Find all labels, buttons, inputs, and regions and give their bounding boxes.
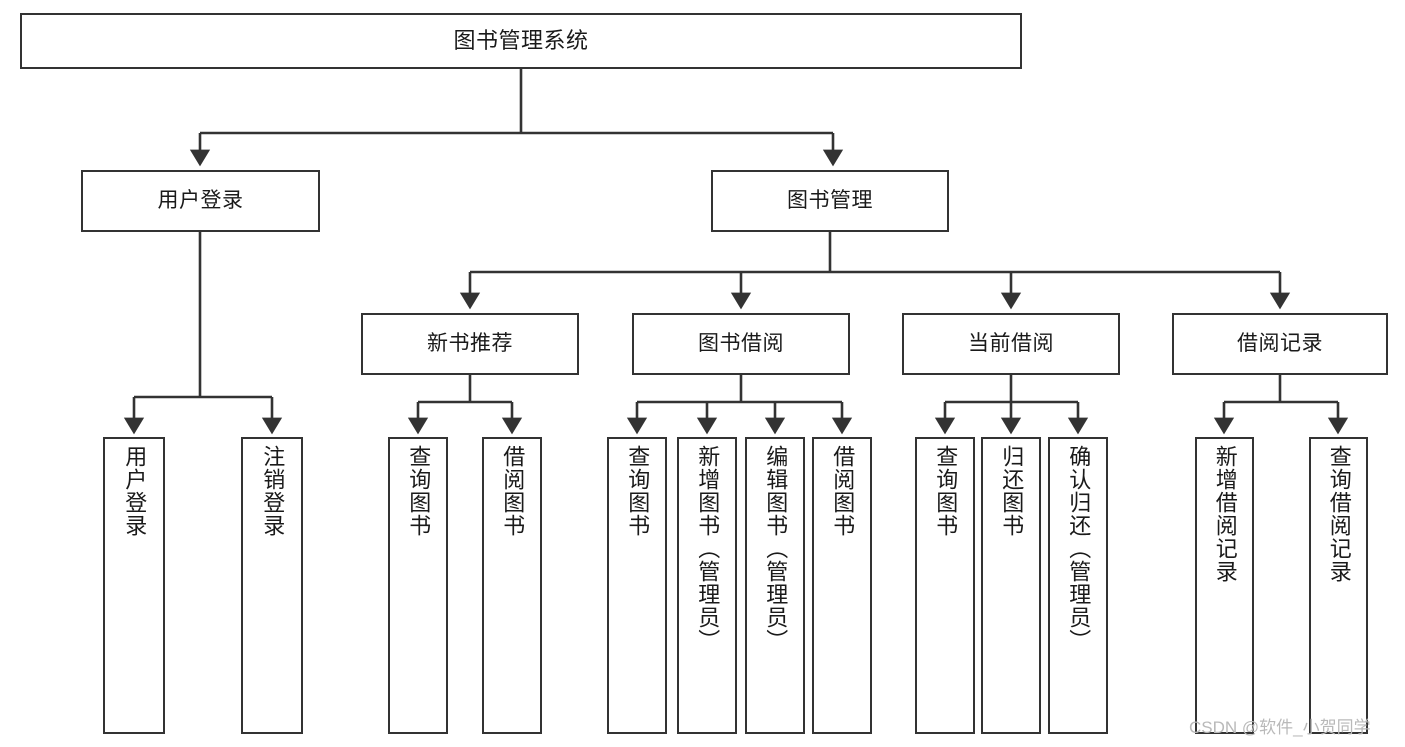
node-new-book-recommend-label: 新书推荐 — [427, 332, 513, 356]
node-leaf-query-record-label: 查询借阅记录 — [1326, 445, 1352, 583]
node-user-login[interactable]: 用户登录 — [81, 170, 320, 232]
node-leaf-user-login-label: 用户登录 — [122, 445, 148, 537]
node-leaf-confirm-return[interactable]: 确认归还（管理员） — [1048, 437, 1108, 734]
node-current-borrow-label: 当前借阅 — [968, 332, 1054, 356]
watermark: CSDN @软件_小贺同学 — [1189, 718, 1371, 737]
node-root[interactable]: 图书管理系统 — [20, 13, 1022, 69]
node-current-borrow[interactable]: 当前借阅 — [902, 313, 1120, 375]
node-root-label: 图书管理系统 — [453, 27, 589, 53]
node-book-borrow[interactable]: 图书借阅 — [632, 313, 850, 375]
node-leaf-query-book-current[interactable]: 查询图书 — [915, 437, 975, 734]
node-leaf-query-book-borrow-label: 查询图书 — [625, 445, 651, 537]
node-book-management-label: 图书管理 — [787, 189, 873, 213]
node-leaf-edit-book-label: 编辑图书（管理员） — [763, 445, 789, 652]
node-leaf-query-book-current-label: 查询图书 — [933, 445, 959, 537]
node-borrow-record-label: 借阅记录 — [1237, 332, 1323, 356]
node-leaf-add-book-label: 新增图书（管理员） — [695, 445, 721, 652]
node-leaf-query-record[interactable]: 查询借阅记录 — [1309, 437, 1368, 734]
node-new-book-recommend[interactable]: 新书推荐 — [361, 313, 579, 375]
node-leaf-borrow-book-rec-label: 借阅图书 — [500, 445, 526, 537]
node-leaf-add-record[interactable]: 新增借阅记录 — [1195, 437, 1254, 734]
node-leaf-return-book[interactable]: 归还图书 — [981, 437, 1041, 734]
node-leaf-logout[interactable]: 注销登录 — [241, 437, 303, 734]
node-leaf-edit-book[interactable]: 编辑图书（管理员） — [745, 437, 805, 734]
node-user-login-label: 用户登录 — [157, 189, 244, 213]
node-leaf-query-book-rec-label: 查询图书 — [406, 445, 432, 537]
node-leaf-user-login[interactable]: 用户登录 — [103, 437, 165, 734]
node-book-management[interactable]: 图书管理 — [711, 170, 949, 232]
node-leaf-borrow-book[interactable]: 借阅图书 — [812, 437, 872, 734]
node-leaf-return-book-label: 归还图书 — [999, 445, 1025, 537]
node-leaf-borrow-book-label: 借阅图书 — [830, 445, 856, 537]
node-leaf-add-record-label: 新增借阅记录 — [1212, 445, 1238, 583]
node-leaf-query-book-borrow[interactable]: 查询图书 — [607, 437, 667, 734]
node-book-borrow-label: 图书借阅 — [698, 332, 784, 356]
node-leaf-query-book-rec[interactable]: 查询图书 — [388, 437, 448, 734]
node-borrow-record[interactable]: 借阅记录 — [1172, 313, 1388, 375]
node-leaf-logout-label: 注销登录 — [260, 445, 286, 537]
node-leaf-borrow-book-rec[interactable]: 借阅图书 — [482, 437, 542, 734]
node-leaf-add-book[interactable]: 新增图书（管理员） — [677, 437, 737, 734]
node-leaf-confirm-return-label: 确认归还（管理员） — [1066, 445, 1092, 652]
